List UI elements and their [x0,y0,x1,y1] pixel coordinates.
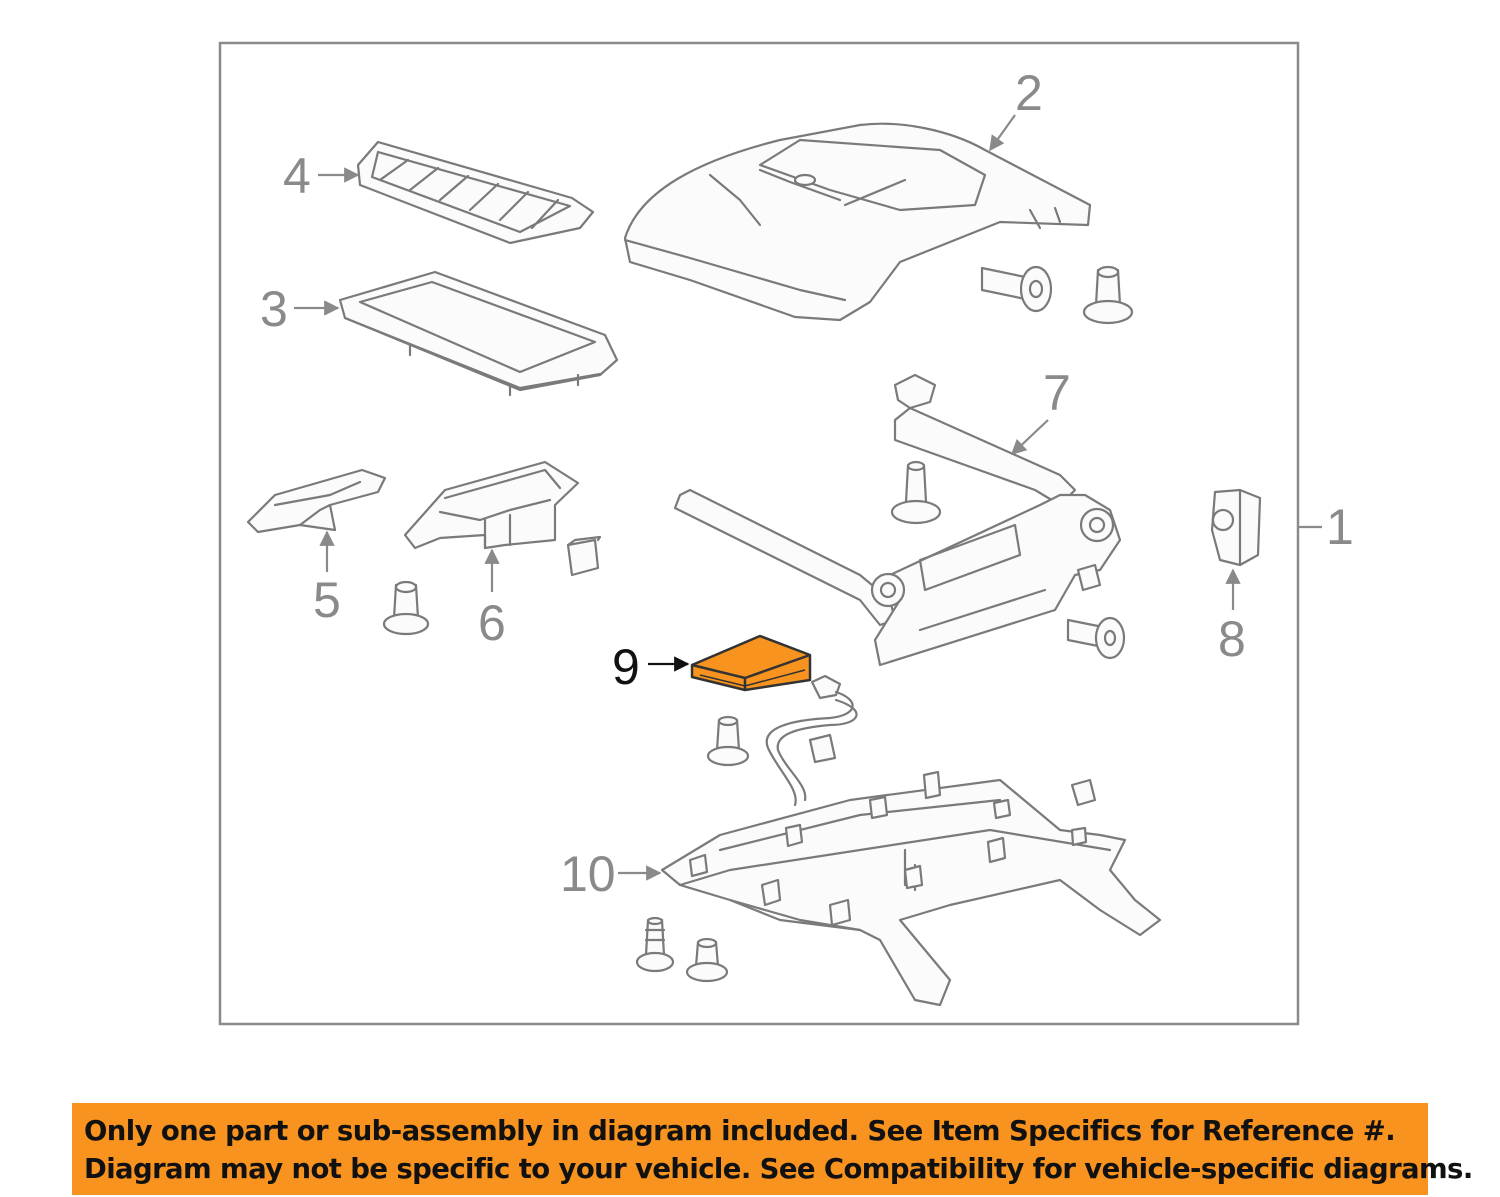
part-8-switch [1210,488,1262,567]
callout-6: 6 [478,595,506,651]
wire-harness [765,674,858,807]
callout-4: 4 [283,148,311,204]
leader-2 [989,114,1016,152]
part-5-bracket [246,468,387,534]
parts-diagram: 1 2 3 4 5 6 7 8 9 10 [218,41,1354,1026]
fastener-screw [1082,265,1134,325]
disclaimer-line-2: Diagram may not be specific to your vehi… [84,1153,1473,1185]
fastener-screw [706,715,750,767]
fastener-bolt [1066,616,1126,660]
part-2-console-lid [623,122,1092,322]
part-3-tray [338,270,619,397]
callout-2: 2 [1015,65,1043,121]
part-7-hinge-assembly [673,373,1122,667]
callout-5: 5 [313,572,341,628]
callout-7: 7 [1043,365,1071,421]
disclaimer-line-1: Only one part or sub-assembly in diagram… [84,1115,1396,1147]
fastener-stud [635,916,675,973]
fastener-bolt [980,265,1053,313]
leader-7 [1010,419,1049,456]
callout-10: 10 [560,846,616,902]
part-6-bracket [403,460,580,550]
callout-9: 9 [612,639,640,695]
clip-nut [566,535,602,577]
callout-3: 3 [260,281,288,337]
disclaimer-banner: Only one part or sub-assembly in diagram… [72,1103,1473,1195]
part-4-mat [356,140,595,245]
part-9-control-module [690,634,812,692]
callout-8: 8 [1218,611,1246,667]
callout-1: 1 [1326,499,1354,555]
part-10-lower-housing [660,770,1162,1007]
fastener-screw [382,580,430,636]
fastener-screw [685,937,729,983]
diagram-frame [218,41,1300,1026]
